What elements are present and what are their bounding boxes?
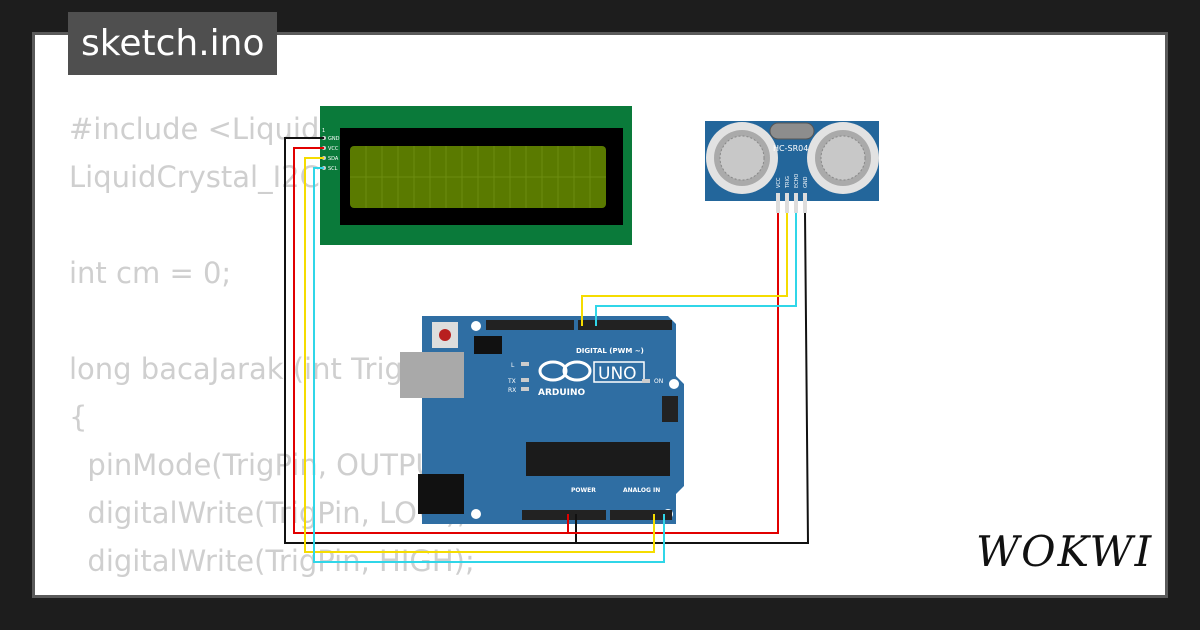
sensor-crystal (769, 122, 815, 140)
digital-label: DIGITAL (PWM ~) (576, 347, 644, 355)
sketch-title[interactable]: sketch.ino (68, 12, 278, 75)
power-label: POWER (571, 487, 596, 494)
wire-trig[interactable] (581, 213, 788, 326)
lcd-pin-header-label: 1 (322, 128, 325, 134)
arduino-uno[interactable]: DIGITAL (PWM ~) ARDUINO UNO L TX RX ON P… (400, 316, 684, 524)
sensor-pin-label: TRIG (785, 176, 791, 189)
lcd-char-grid (350, 146, 606, 208)
wire-vcc-lcd[interactable] (293, 147, 569, 534)
wire-echo[interactable] (595, 213, 797, 326)
led-tx (521, 378, 529, 382)
wire-sda[interactable] (304, 157, 655, 553)
arduino-model: UNO (598, 364, 637, 384)
led-rx-label: RX (508, 387, 516, 394)
digital-header-left (486, 320, 574, 330)
led-on (642, 379, 650, 383)
sensor-pin-trig[interactable] (785, 193, 789, 213)
sensor-pin-echo[interactable] (794, 193, 798, 213)
led-rx (521, 387, 529, 391)
lcd-module[interactable]: 1 GND VCC SDA SCL (320, 106, 632, 245)
led-tx-label: TX (507, 378, 516, 385)
atmega-chip (526, 442, 670, 476)
arduino-brand: ARDUINO (538, 388, 586, 398)
led-on-label: ON (654, 378, 663, 385)
code-line: delayMicroseconds(10); (69, 585, 637, 595)
sensor-pin-label: VCC (776, 177, 782, 188)
lcd-pin-label: GND (328, 136, 340, 142)
wokwi-logo: WOKWI (976, 527, 1154, 576)
icsp-header-right (662, 396, 678, 422)
arduino-logo (538, 360, 592, 382)
code-line: int cm = 0; (69, 256, 232, 290)
code-line: digitalWrite(TrigPin, LOW); (69, 496, 467, 530)
wires[interactable] (284, 137, 810, 563)
icsp-header (474, 336, 502, 354)
sensor-label: HC-SR04 (773, 144, 808, 153)
lcd-pin-label: VCC (328, 146, 339, 152)
wire-vcc-sensor[interactable] (568, 213, 779, 534)
wire-scl[interactable] (313, 167, 665, 563)
sensor-pin-vcc[interactable] (776, 193, 780, 213)
code-line: { (69, 400, 88, 434)
led-l-label: L (511, 362, 515, 369)
sensor-pin-label: GND (803, 176, 809, 188)
digital-header-right (578, 320, 672, 330)
ultrasonic-sensor[interactable]: HC-SR04 VCC TRIG ECHO GND (705, 121, 879, 213)
sensor-pin-label: ECHO (794, 174, 800, 188)
lcd-pin-label: SCL (328, 166, 338, 172)
analog-header (610, 510, 672, 520)
usb-port[interactable] (400, 352, 464, 398)
led-l (521, 362, 529, 366)
power-header (522, 510, 606, 520)
analog-label: ANALOG IN (623, 487, 660, 494)
lcd-pin-label: SDA (328, 156, 339, 162)
power-jack[interactable] (418, 474, 464, 514)
sensor-pin-gnd[interactable] (803, 193, 807, 213)
